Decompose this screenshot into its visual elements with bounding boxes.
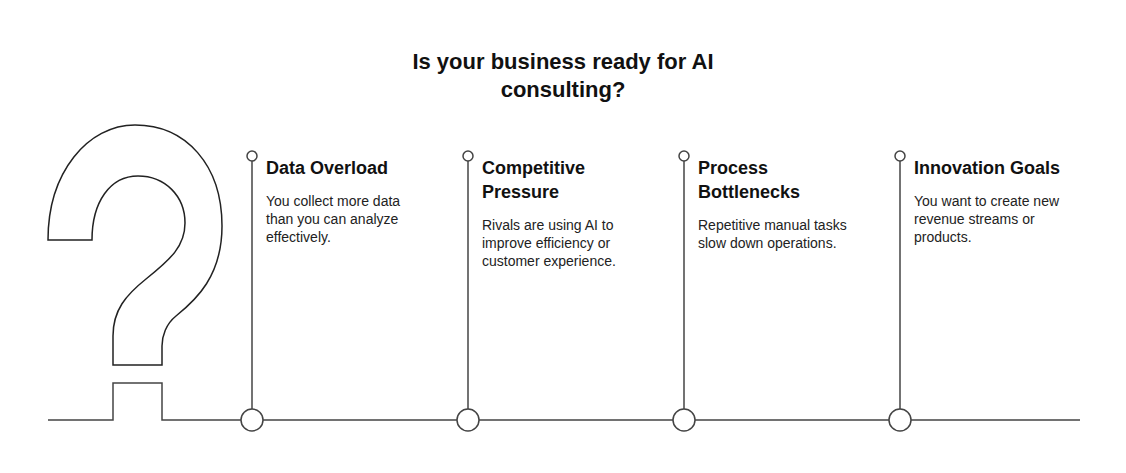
diagram-title: Is your business ready for AI consulting… <box>393 48 733 104</box>
timeline-item: Data OverloadYou collect more data than … <box>266 156 438 246</box>
item-description: Repetitive manual tasks slow down operat… <box>698 216 860 252</box>
stem-dot <box>463 151 473 161</box>
item-description: You collect more data than you can analy… <box>266 192 428 246</box>
item-heading: Competitive Pressure <box>482 156 654 204</box>
timeline-node <box>889 409 911 431</box>
item-description: Rivals are using AI to improve efficienc… <box>482 216 644 270</box>
item-heading: Process Bottlenecks <box>698 156 870 204</box>
stem-line <box>683 161 685 409</box>
stem-line <box>899 161 901 409</box>
stem-dot <box>895 151 905 161</box>
timeline-item: Competitive PressureRivals are using AI … <box>482 156 654 270</box>
stem-dot <box>247 151 257 161</box>
timeline-node <box>457 409 479 431</box>
item-heading: Data Overload <box>266 156 438 180</box>
timeline-node <box>241 409 263 431</box>
timeline-node <box>673 409 695 431</box>
stem-dot <box>679 151 689 161</box>
item-heading: Innovation Goals <box>914 156 1086 180</box>
stem-line <box>467 161 469 409</box>
stem-line <box>251 161 253 409</box>
base-line <box>48 383 1080 420</box>
timeline-item: Innovation GoalsYou want to create new r… <box>914 156 1086 246</box>
item-description: You want to create new revenue streams o… <box>914 192 1076 246</box>
timeline-item: Process BottlenecksRepetitive manual tas… <box>698 156 870 252</box>
question-mark <box>48 125 222 365</box>
